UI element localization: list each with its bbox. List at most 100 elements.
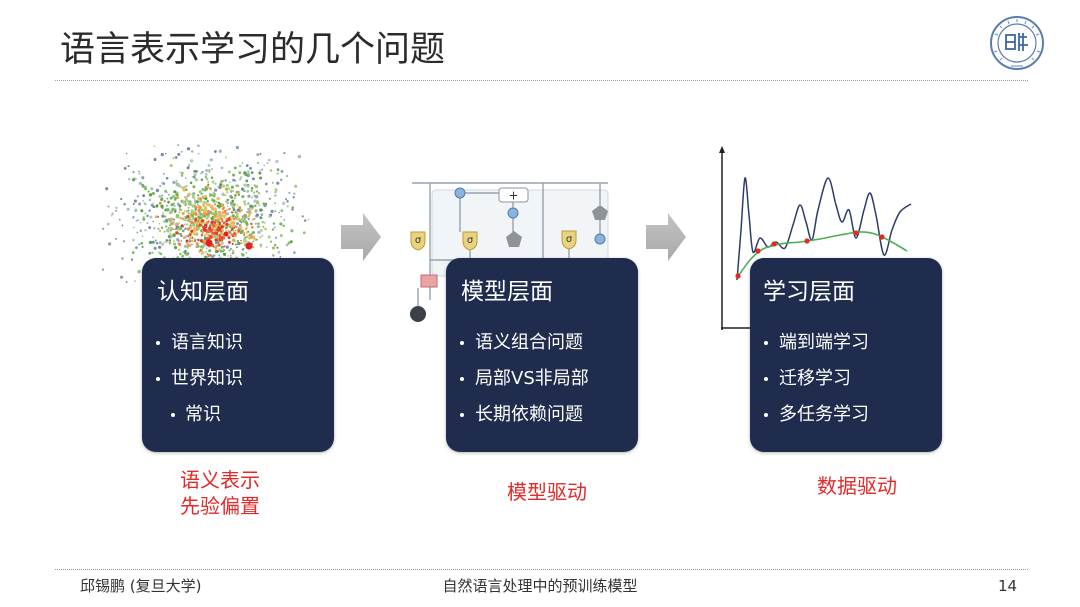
caption-line: 语义表示 bbox=[180, 468, 260, 492]
scatter-dot bbox=[223, 209, 227, 213]
scatter-dot bbox=[285, 198, 287, 201]
scatter-dot bbox=[231, 211, 234, 214]
scatter-dot bbox=[246, 185, 250, 188]
scatter-dot bbox=[235, 218, 239, 221]
scatter-dot bbox=[183, 185, 187, 189]
bullet-item: 迁移学习 bbox=[750, 361, 942, 397]
scatter-dot bbox=[157, 227, 160, 230]
bullet-item: 长期依赖问题 bbox=[446, 397, 638, 433]
scatter-dot bbox=[167, 200, 170, 204]
scatter-dot bbox=[198, 223, 202, 227]
scatter-dot bbox=[276, 246, 279, 249]
axis-arrowhead-icon bbox=[719, 146, 725, 153]
scatter-dot bbox=[167, 227, 170, 229]
training-point bbox=[755, 248, 761, 254]
scatter-dot bbox=[207, 183, 210, 186]
scatter-dot bbox=[195, 226, 199, 230]
scatter-dot bbox=[165, 241, 168, 244]
scatter-dot bbox=[205, 169, 209, 172]
scatter-dot bbox=[218, 235, 222, 240]
scatter-dot bbox=[196, 203, 199, 206]
scatter-dot bbox=[153, 246, 157, 250]
scatter-dot bbox=[234, 194, 237, 197]
scatter-dot bbox=[224, 179, 227, 182]
scatter-dot bbox=[160, 226, 164, 229]
scatter-dot bbox=[200, 234, 204, 237]
scatter-dot bbox=[155, 188, 160, 193]
scatter-dot bbox=[190, 221, 194, 225]
scatter-dot bbox=[293, 192, 296, 195]
scatter-dot bbox=[216, 214, 219, 217]
scatter-dot bbox=[182, 201, 186, 205]
scatter-dot bbox=[105, 187, 109, 191]
scatter-dot bbox=[166, 208, 170, 212]
scatter-dot bbox=[169, 196, 173, 200]
scatter-dot bbox=[250, 189, 253, 192]
scatter-dot bbox=[209, 235, 213, 239]
scatter-dot bbox=[202, 225, 205, 229]
scatter-dot bbox=[231, 228, 234, 231]
scatter-dot bbox=[200, 172, 203, 175]
scatter-dot bbox=[250, 222, 253, 226]
scatter-dot bbox=[211, 193, 215, 197]
scatter-dot bbox=[172, 180, 176, 184]
scatter-dot bbox=[214, 221, 217, 224]
scatter-dot bbox=[211, 180, 215, 184]
scatter-dot bbox=[254, 184, 259, 189]
scatter-dot bbox=[211, 243, 214, 246]
scatter-dot bbox=[234, 243, 237, 246]
footer-talk-title: 自然语言处理中的预训练模型 bbox=[442, 577, 638, 595]
scatter-dot bbox=[161, 194, 164, 197]
scatter-dot bbox=[180, 199, 184, 203]
scatter-dot bbox=[188, 164, 191, 167]
scatter-dot bbox=[224, 187, 228, 191]
scatter-dot bbox=[179, 217, 182, 220]
scatter-dot bbox=[280, 215, 283, 218]
scatter-dot bbox=[225, 226, 228, 229]
scatter-dot bbox=[151, 192, 155, 195]
scatter-dot bbox=[303, 219, 307, 222]
scatter-dot bbox=[222, 252, 227, 256]
scatter-dot bbox=[201, 215, 204, 218]
scatter-dot bbox=[225, 222, 229, 226]
scatter-dot bbox=[231, 189, 235, 193]
scatter-dot bbox=[144, 212, 147, 215]
scatter-dot bbox=[152, 236, 155, 239]
bullet-item: 端到端学习 bbox=[750, 325, 942, 361]
scatter-dot bbox=[164, 152, 167, 155]
scatter-dot bbox=[127, 165, 130, 168]
scatter-dot bbox=[174, 246, 178, 250]
right-arrow-icon bbox=[646, 213, 686, 261]
scatter-dot bbox=[243, 171, 247, 175]
scatter-dot bbox=[248, 233, 251, 236]
scatter-dot bbox=[253, 217, 256, 220]
scatter-dot bbox=[202, 214, 206, 218]
scatter-dot bbox=[272, 222, 276, 225]
scatter-dot bbox=[163, 241, 166, 243]
scatter-dot bbox=[240, 218, 244, 222]
scatter-dot bbox=[214, 231, 217, 234]
scatter-dot bbox=[204, 172, 208, 176]
scatter-dot bbox=[271, 181, 274, 184]
scatter-dot bbox=[188, 243, 192, 248]
scatter-dot bbox=[218, 248, 221, 251]
bullet-item: 多任务学习 bbox=[750, 397, 942, 433]
scatter-dot bbox=[152, 205, 156, 209]
scatter-dot bbox=[170, 203, 174, 207]
scatter-dot bbox=[222, 248, 226, 252]
scatter-dot bbox=[172, 239, 176, 243]
page-number: 14 bbox=[998, 577, 1018, 595]
scatter-dot bbox=[164, 225, 168, 228]
scatter-dot bbox=[236, 212, 240, 216]
scatter-dot bbox=[293, 251, 296, 254]
scatter-dot bbox=[230, 185, 234, 189]
scatter-dot bbox=[224, 194, 227, 197]
scatter-dot bbox=[211, 168, 213, 170]
scatter-dot bbox=[240, 229, 244, 233]
scatter-dot bbox=[230, 221, 234, 225]
scatter-dot bbox=[207, 180, 210, 183]
scatter-dot bbox=[247, 207, 251, 211]
scatter-dot bbox=[131, 217, 134, 219]
scatter-dot bbox=[141, 183, 145, 187]
scatter-dot bbox=[141, 235, 144, 237]
